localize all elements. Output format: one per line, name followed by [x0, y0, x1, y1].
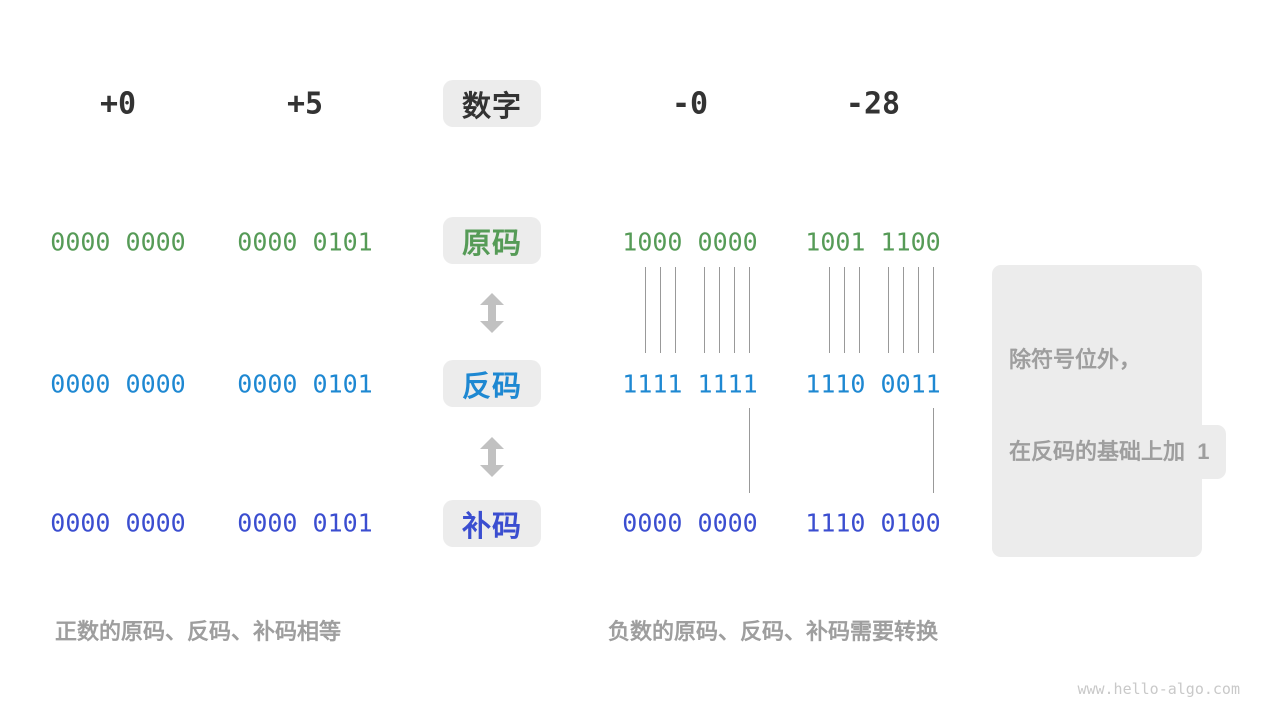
bit-flip-line — [749, 267, 750, 353]
sign-magnitude-neg-28: 1001 1100 — [805, 227, 941, 257]
row-label-number-text: 数字 — [461, 90, 522, 123]
bit-flip-line — [660, 267, 661, 353]
number-neg-28: -28 — [845, 86, 901, 122]
add-one-line — [933, 408, 934, 493]
row-label-ones-complement-text: 反码 — [461, 370, 522, 403]
ones-complement-pos-zero: 0000 0000 — [50, 369, 186, 399]
bit-flip-line — [829, 267, 830, 353]
bit-flip-line — [888, 267, 889, 353]
caption-positive-numbers: 正数的原码、反码、补码相等 — [55, 619, 342, 644]
bit-flip-line — [645, 267, 646, 353]
up-down-arrow-icon — [480, 437, 504, 477]
row-label-ones-complement: 反码 — [443, 360, 541, 407]
watermark: www.hello-algo.com — [1077, 680, 1240, 698]
bit-flip-line — [859, 267, 860, 353]
sign-magnitude-pos-zero: 0000 0000 — [50, 227, 186, 257]
annotation-flip-bits-line1: 除符号位外， — [1009, 347, 1142, 372]
annotation-add-one: 在反码的基础上加 1 — [992, 425, 1227, 479]
row-label-twos-complement: 补码 — [443, 500, 541, 547]
ones-complement-neg-zero: 1111 1111 — [622, 369, 758, 399]
bit-flip-line — [918, 267, 919, 353]
twos-complement-neg-28: 1110 0100 — [805, 508, 941, 538]
add-one-line — [749, 408, 750, 493]
bit-flip-line — [844, 267, 845, 353]
caption-negative-numbers: 负数的原码、反码、补码需要转换 — [608, 619, 939, 644]
bit-flip-line — [933, 267, 934, 353]
number-pos-five: +5 — [286, 86, 324, 122]
number-pos-zero: +0 — [99, 86, 137, 122]
annotation-flip-bits: 除符号位外， 对其余所有位取反 — [992, 265, 1203, 557]
twos-complement-neg-zero: 0000 0000 — [622, 508, 758, 538]
row-label-number: 数字 — [443, 80, 541, 127]
bit-flip-line — [675, 267, 676, 353]
row-label-sign-magnitude-text: 原码 — [461, 227, 522, 260]
bit-flip-line — [734, 267, 735, 353]
bit-flip-line — [704, 267, 705, 353]
twos-complement-pos-zero: 0000 0000 — [50, 508, 186, 538]
number-neg-zero: -0 — [671, 86, 709, 122]
ones-complement-pos-five: 0000 0101 — [237, 369, 373, 399]
row-label-sign-magnitude: 原码 — [443, 217, 541, 264]
twos-complement-pos-five: 0000 0101 — [237, 508, 373, 538]
up-down-arrow-icon — [480, 293, 504, 333]
sign-magnitude-pos-five: 0000 0101 — [237, 227, 373, 257]
bit-flip-line — [719, 267, 720, 353]
ones-complement-neg-28: 1110 0011 — [805, 369, 941, 399]
bit-flip-line — [903, 267, 904, 353]
sign-magnitude-neg-zero: 1000 0000 — [622, 227, 758, 257]
row-label-twos-complement-text: 补码 — [461, 510, 522, 543]
